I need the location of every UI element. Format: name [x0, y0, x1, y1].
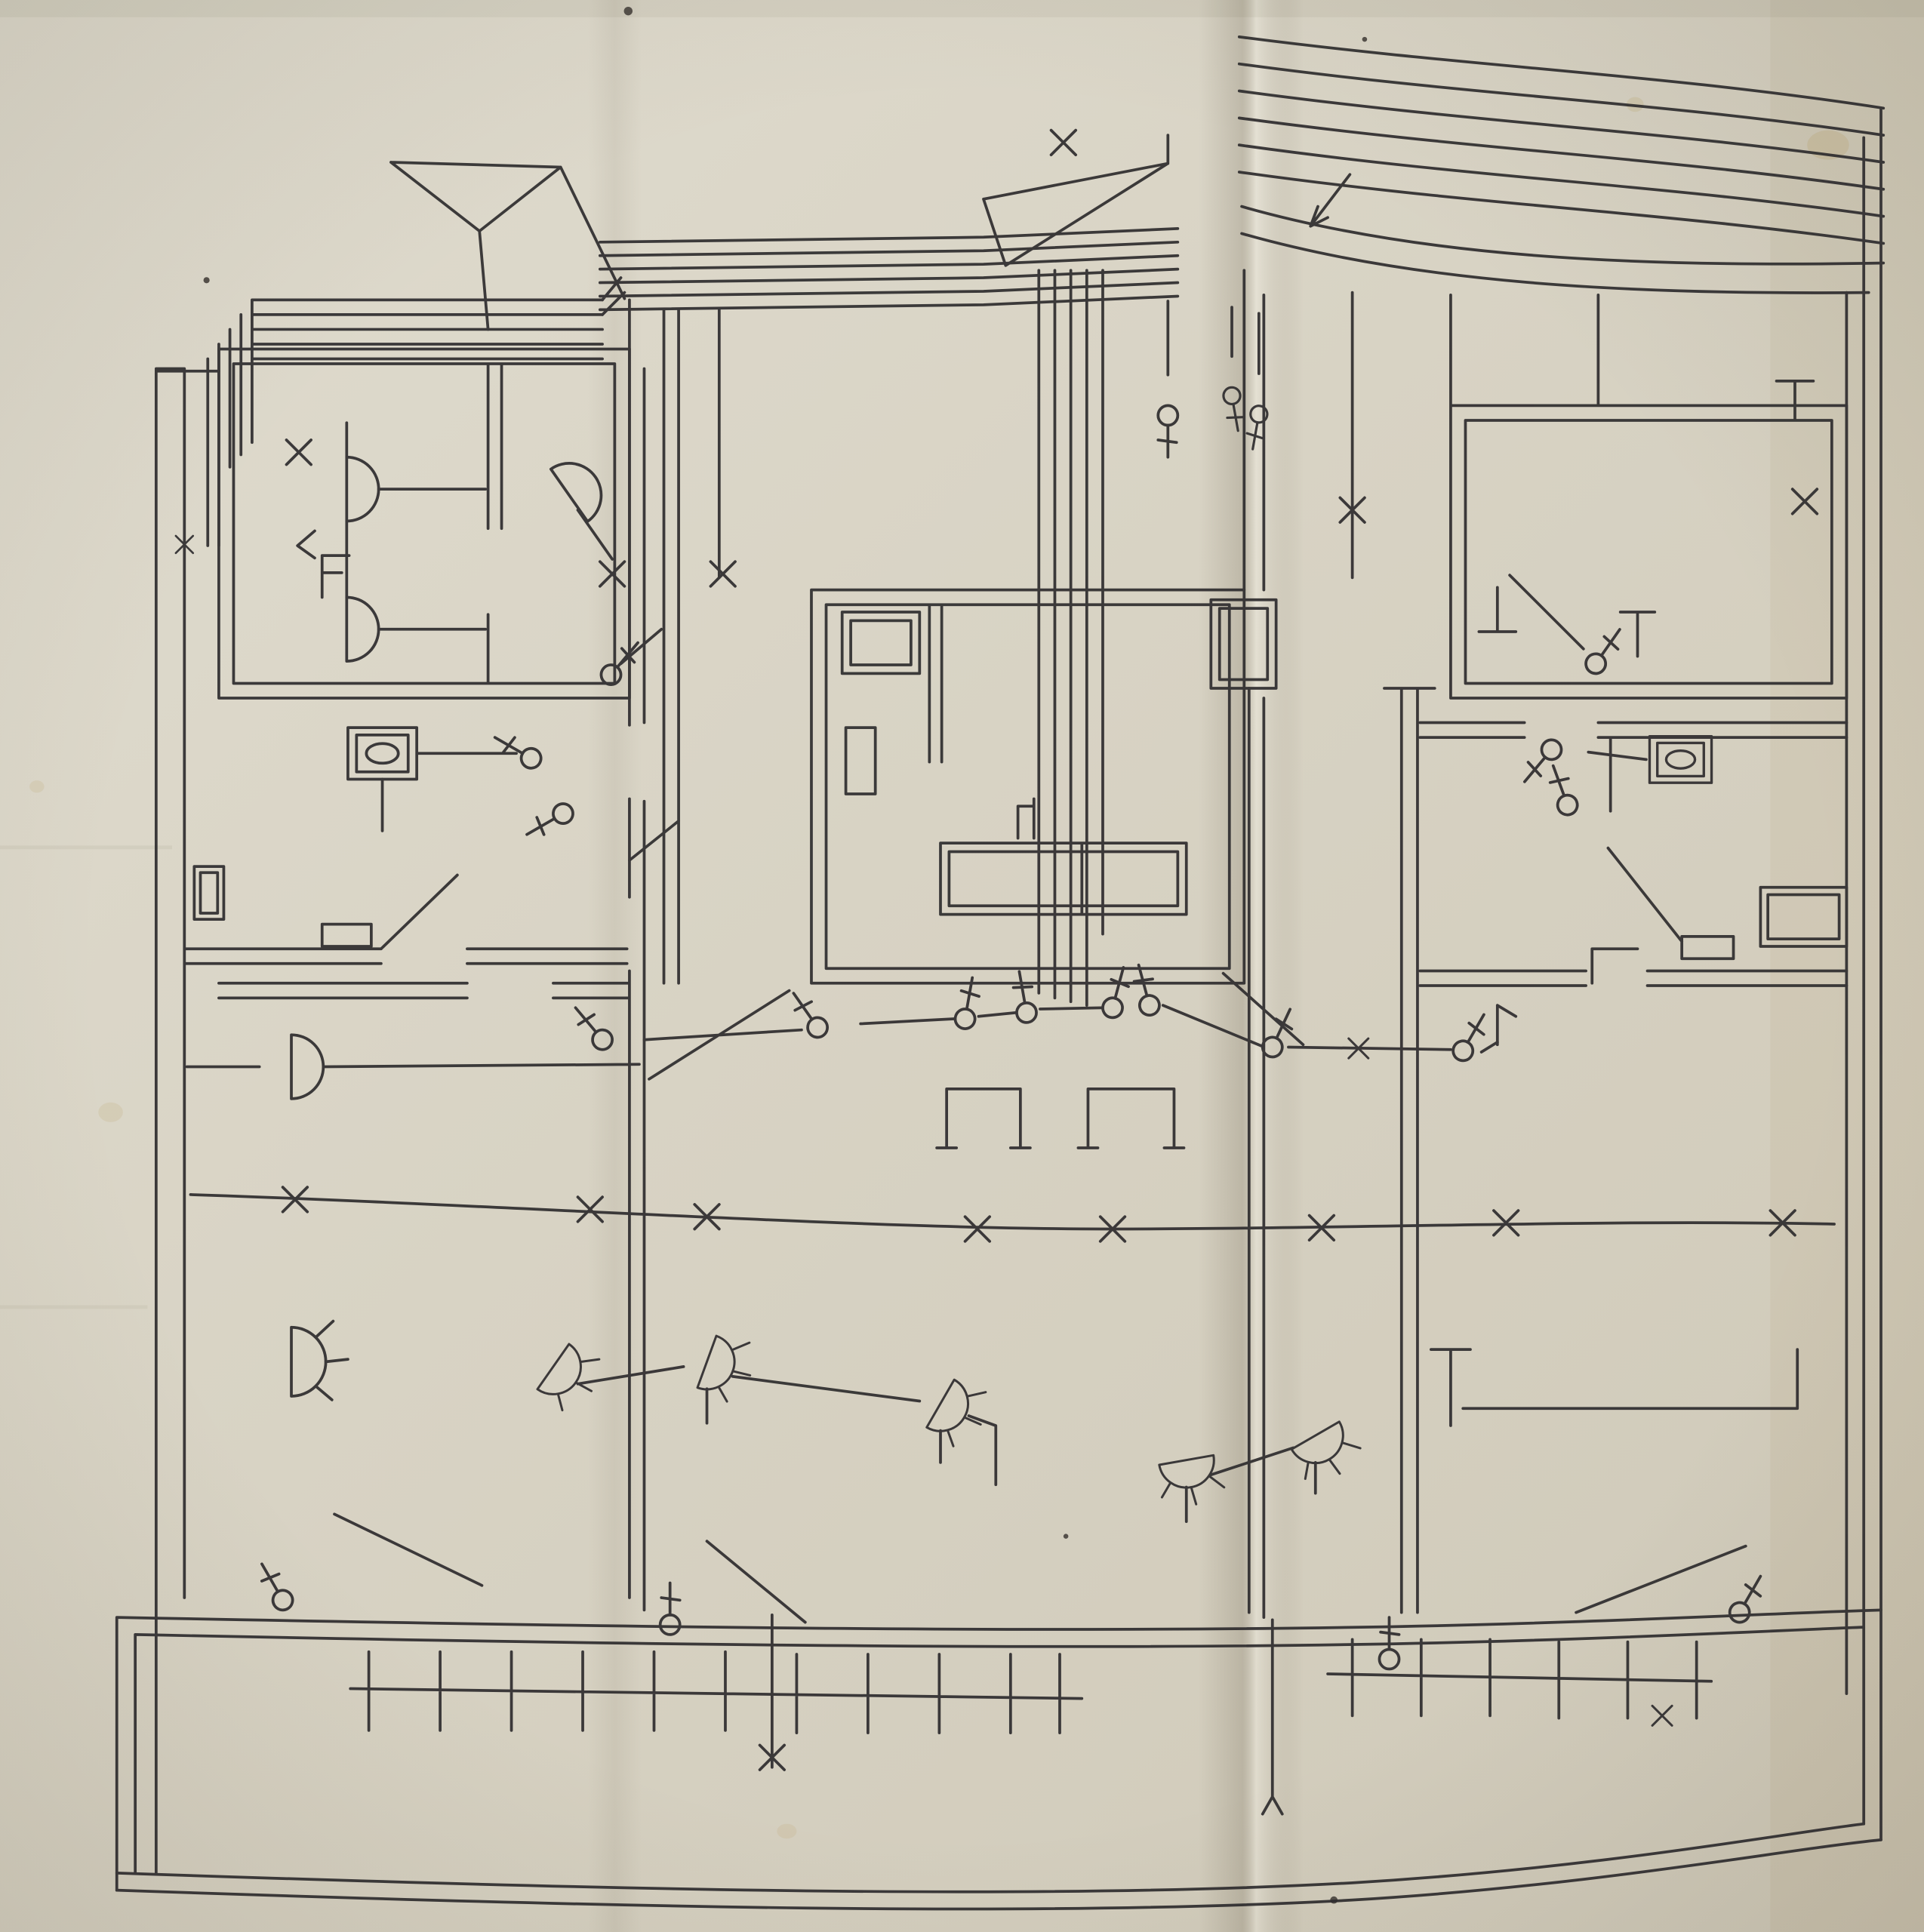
room-top-right: [1350, 291, 1849, 700]
corridor-comb-right: [1326, 1638, 1713, 1720]
centre-drop-lines: [1037, 269, 1261, 1007]
room-centre-top: [810, 588, 1278, 985]
outer-wall-bottom: [115, 1822, 1882, 1911]
room-right-bath: [1418, 721, 1849, 987]
wiring-bundle: [1237, 35, 1886, 294]
room-right-bottom: [1429, 1348, 1799, 1427]
feed-triangle: [982, 134, 1170, 267]
partition-walls-centre: [1242, 269, 1436, 1619]
feed-arrow: [389, 161, 626, 331]
room-top-left-wiring: [296, 421, 614, 631]
bottom-lamp-wiring: [333, 1365, 1747, 1624]
hall-spine: [619, 308, 721, 985]
wiring-bundle: [598, 227, 1180, 316]
outer-wall-left: [154, 367, 220, 1875]
room-left-big: [185, 347, 646, 1612]
ink-drawing: [115, 35, 1886, 1911]
wiring-run-horizontal: [189, 1193, 1836, 1231]
direction-arrow: [1309, 173, 1352, 228]
corridor-top-wall: [115, 1608, 1882, 1892]
corridor-comb-left: [349, 1650, 1084, 1735]
conduit-staples: [935, 1004, 1518, 1149]
room-left-middle: [183, 752, 629, 965]
corridor-drops: [770, 1613, 1284, 1816]
